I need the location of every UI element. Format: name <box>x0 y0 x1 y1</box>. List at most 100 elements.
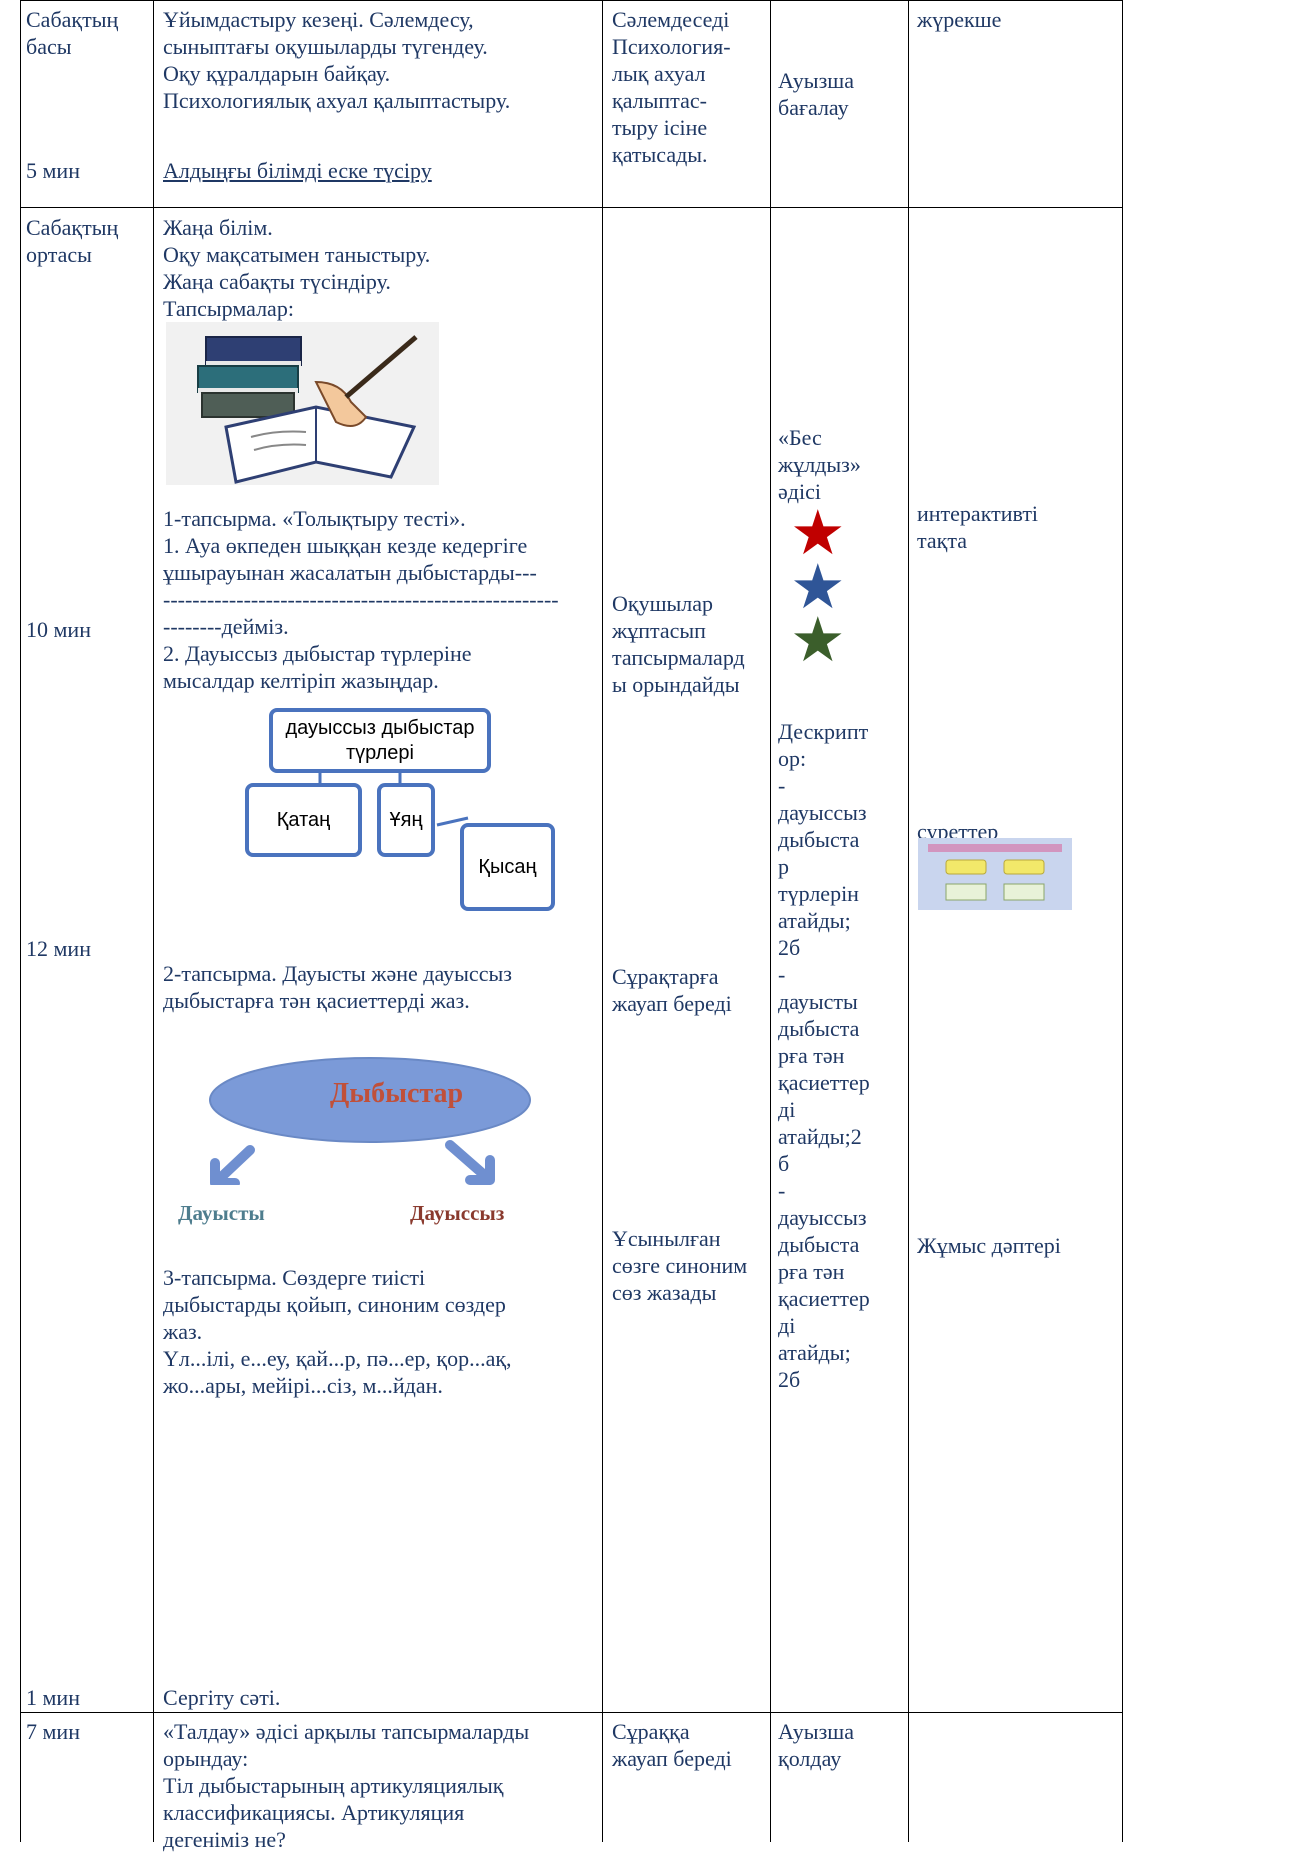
resource-board-l2: тақта <box>917 528 967 553</box>
assessment-oral-l2: бағалау <box>778 95 849 120</box>
descriptor-line: атайды; <box>778 1340 851 1365</box>
descriptor-line: атайды;2 <box>778 1124 862 1149</box>
task3-l3: жаз. <box>163 1319 203 1344</box>
descriptor-line: Дескрипт <box>778 719 869 744</box>
student-r2-a3: тапсырмалард <box>612 645 745 670</box>
books-writing-illustration <box>166 322 439 485</box>
analysis-l5: дегеніміз не? <box>163 1827 286 1852</box>
diagram-soft-label: Ұяң <box>389 808 423 831</box>
student-r2-c1: Ұсынылған <box>612 1226 721 1251</box>
five-star-l1: «Бес <box>778 425 822 450</box>
refresh-moment: Сергіту сәті. <box>163 1685 281 1710</box>
green-star-icon: ★ <box>790 603 846 676</box>
descriptor-line: түрлерін <box>778 881 859 906</box>
student-r1-l3: лық ахуал <box>612 61 706 86</box>
student-r3-l2: жауап береді <box>612 1746 732 1771</box>
goal-intro: Оқу мақсатымен таныстыру. <box>163 242 431 267</box>
descriptor-line: ді <box>778 1313 796 1338</box>
resource-heart: жүрекше <box>917 7 1002 32</box>
task1-q1-l2: ұшырауынан жасалатын дыбыстарды--- <box>163 560 537 585</box>
diagram-root-l1: дауыссыз дыбыстар <box>285 716 475 739</box>
student-r2-b1: Сұрақтарға <box>612 964 719 989</box>
five-star-l3: әдісі <box>778 479 821 504</box>
diagram-sonorant-label: Қысаң <box>478 855 537 878</box>
teacher-org-line1: Ұйымдастыру кезеңі. Сәлемдесу, <box>163 7 474 32</box>
descriptor-line: 2б <box>778 935 801 960</box>
descriptor-line: - <box>778 1178 786 1203</box>
student-r1-l4: қалыптас- <box>612 88 707 113</box>
explain-lesson: Жаңа сабақты түсіндіру. <box>163 269 391 294</box>
five-star-l2: жұлдыз» <box>778 452 861 477</box>
lesson-plan-table: Сабақтың басы 5 мин Ұйымдастыру кезеңі. … <box>20 0 1123 1852</box>
sounds-vowel-label: Дауысты <box>178 1201 265 1225</box>
task3-l5: жо...ары, мейірі...сіз, м...йдан. <box>163 1373 443 1398</box>
sounds-diagram-graphic <box>209 1057 531 1185</box>
descriptor-line: қасиеттер <box>778 1070 870 1095</box>
time-7min: 7 мин <box>26 1719 80 1744</box>
resource-board-l1: интерактивті <box>917 501 1039 526</box>
student-r1-l5: тыру ісіне <box>612 115 708 140</box>
descriptor-line: дыбыста <box>778 1232 860 1257</box>
task1-q2-l1: 2. Дауыссыз дыбыстар түрлеріне <box>163 641 472 666</box>
descriptor-line: дауысты <box>778 989 858 1014</box>
task1-q2-l2: мысалдар келтіріп жазыңдар. <box>163 668 439 693</box>
tasks-heading: Тапсырмалар: <box>163 296 294 321</box>
assessment-oral-l1: Ауызша <box>778 68 854 93</box>
descriptor-line: ор: <box>778 746 807 771</box>
blue-star-icon: ★ <box>790 550 846 623</box>
student-r1-l2: Психология- <box>612 34 731 59</box>
task2-l2: дыбыстарға тән қасиеттерді жаз. <box>163 988 470 1013</box>
teacher-org-line3: Оқу құралдарын байқау. <box>163 61 391 86</box>
descriptor-line: - <box>778 962 786 987</box>
descriptor-line: дауыссыз <box>778 1205 867 1230</box>
task3-l2: дыбыстарды қойып, синоним сөздер <box>163 1292 506 1317</box>
diagram-box-sonorant: Қысаң <box>460 823 555 911</box>
task1-title: 1-тапсырма. «Толықтыру тесті». <box>163 506 466 531</box>
diagram-box-hard: Қатаң <box>245 783 362 857</box>
student-r2-a2: жұптасып <box>612 618 706 643</box>
sounds-consonant-label: Дауыссыз <box>410 1201 505 1225</box>
stage-middle-line2: ортасы <box>26 242 92 267</box>
task1-q1-l1: 1. Ауа өкпеден шыққан кезде кедергіге <box>163 533 528 558</box>
student-r2-c2: сөзге синоним <box>612 1253 748 1278</box>
sounds-center-label: Дыбыстар <box>330 1078 464 1109</box>
descriptor-line: - <box>778 773 786 798</box>
descriptor-line: 2б <box>778 1367 801 1392</box>
diagram-root-l2: түрлері <box>346 741 414 764</box>
teacher-org-line4: Психологиялық ахуал қалыптастыру. <box>163 88 511 113</box>
descriptor-line: р <box>778 854 789 879</box>
student-r3-l1: Сұраққа <box>612 1719 690 1744</box>
task1-q1-l4: --------дейміз. <box>163 614 289 639</box>
diagram-box-soft: Ұяң <box>377 783 435 857</box>
descriptor-line: ді <box>778 1097 796 1122</box>
task2-l1: 2-тапсырма. Дауысты және дауыссыз <box>163 961 512 986</box>
time-10min: 10 мин <box>26 617 91 642</box>
stage-start-line2: басы <box>26 34 72 59</box>
task3-l1: 3-тапсырма. Сөздерге тиісті <box>163 1265 426 1290</box>
analysis-l1: «Талдау» әдісі арқылы тапсырмаларды <box>163 1719 530 1744</box>
descriptor-line: рға тән <box>778 1043 845 1068</box>
analysis-l3: Тіл дыбыстарының артикуляциялық <box>163 1773 504 1798</box>
time-12min: 12 мин <box>26 936 91 961</box>
student-r2-a1: Оқушылар <box>612 591 714 616</box>
assessment-r3-l2: қолдау <box>778 1746 842 1771</box>
student-r1-l6: қатысады. <box>612 142 708 167</box>
student-r2-c3: сөз жазады <box>612 1280 717 1305</box>
teacher-org-line2: сыныптағы оқушыларды түгендеу. <box>163 34 488 59</box>
prior-knowledge-link: Алдыңғы білімді еске түсіру <box>163 158 432 183</box>
stage-middle-line1: Сабақтың <box>26 215 119 240</box>
analysis-l2: орындау: <box>163 1746 249 1771</box>
task1-q1-l3: ----------------------------------------… <box>163 587 559 612</box>
task3-l4: Үл...ілі, е...еу, қай...р, пә...ер, қор.… <box>163 1346 512 1371</box>
student-r2-b2: жауап береді <box>612 991 732 1016</box>
descriptor-line: б <box>778 1151 790 1176</box>
new-knowledge: Жаңа білім. <box>163 215 273 240</box>
assessment-r3-l1: Ауызша <box>778 1719 854 1744</box>
time-5min: 5 мин <box>26 158 80 183</box>
student-r2-a4: ы орындайды <box>612 672 740 697</box>
descriptor-line: дыбыста <box>778 827 860 852</box>
slide-thumbnail <box>918 838 1072 910</box>
student-r1-l1: Сәлемдеседі <box>612 7 730 32</box>
time-1min: 1 мин <box>26 1685 80 1710</box>
